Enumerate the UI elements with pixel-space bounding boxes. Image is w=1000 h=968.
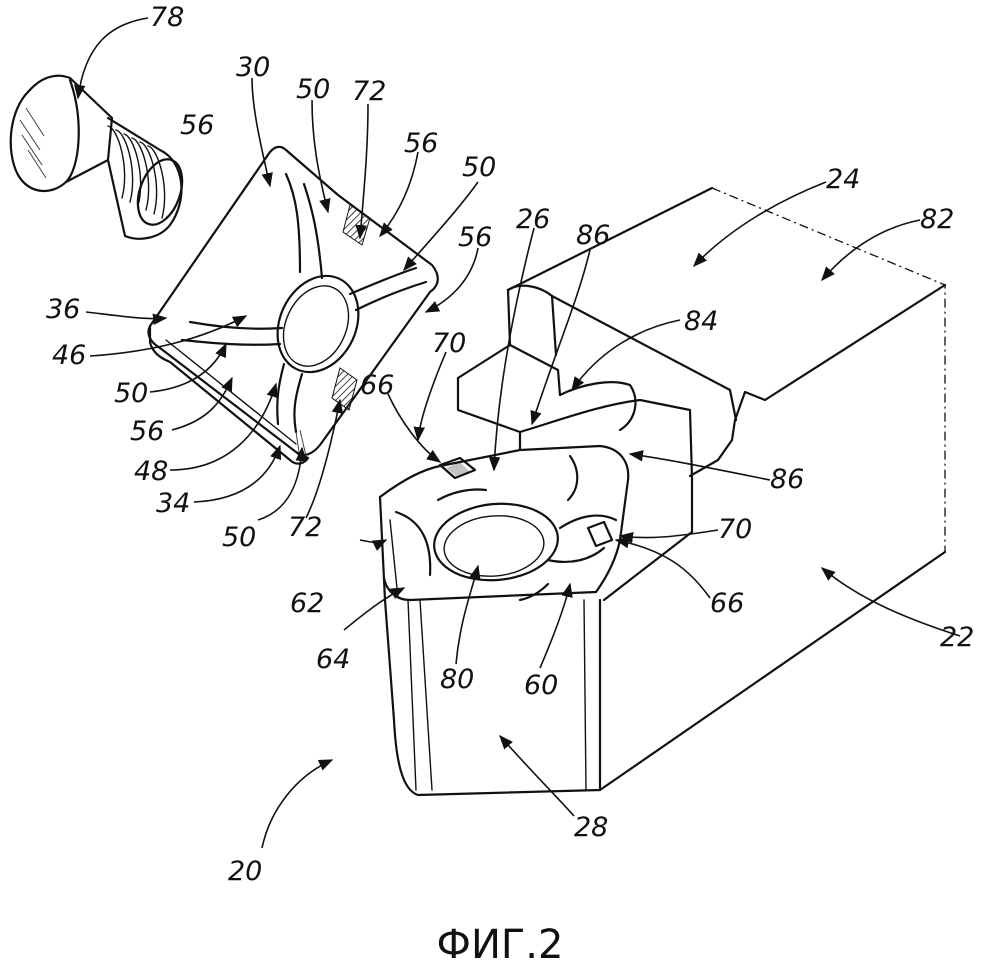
label-48: 48 xyxy=(134,456,168,487)
reference-labels: 78 30 50 72 56 56 50 56 36 46 50 56 48 3… xyxy=(46,2,974,887)
label-22: 22 xyxy=(940,622,974,653)
label-86-right: 86 xyxy=(770,464,804,495)
label-24: 24 xyxy=(826,164,860,195)
label-72-bottom: 72 xyxy=(288,512,322,543)
label-80: 80 xyxy=(440,664,474,695)
label-56-right-top: 56 xyxy=(404,128,438,159)
label-46: 46 xyxy=(52,340,86,371)
label-66-top: 66 xyxy=(360,370,394,401)
label-66-right: 66 xyxy=(710,588,744,619)
label-30: 30 xyxy=(236,52,270,83)
label-82: 82 xyxy=(920,204,954,235)
label-62: 62 xyxy=(290,588,324,619)
figure-caption: ФИГ.2 xyxy=(437,922,564,968)
label-50-right: 50 xyxy=(462,152,496,183)
label-86-top: 86 xyxy=(576,220,610,251)
label-60: 60 xyxy=(524,670,558,701)
cutting-insert xyxy=(148,147,437,464)
label-28: 28 xyxy=(574,812,608,843)
label-72-top: 72 xyxy=(352,76,386,107)
label-64: 64 xyxy=(316,644,350,675)
label-56-left-top: 56 xyxy=(180,110,214,141)
label-34: 34 xyxy=(156,488,190,519)
label-56-right: 56 xyxy=(458,222,492,253)
label-56-left: 56 xyxy=(130,416,164,447)
label-70-top: 70 xyxy=(432,328,466,359)
label-50-bottom: 50 xyxy=(222,522,256,553)
label-78: 78 xyxy=(150,2,184,33)
label-50-top: 50 xyxy=(296,74,330,105)
clamping-screw xyxy=(11,76,191,239)
label-20: 20 xyxy=(228,856,262,887)
label-36: 36 xyxy=(46,294,80,325)
label-26: 26 xyxy=(516,204,550,235)
label-84: 84 xyxy=(684,306,718,337)
label-50-left: 50 xyxy=(114,378,148,409)
label-70-right: 70 xyxy=(718,514,752,545)
